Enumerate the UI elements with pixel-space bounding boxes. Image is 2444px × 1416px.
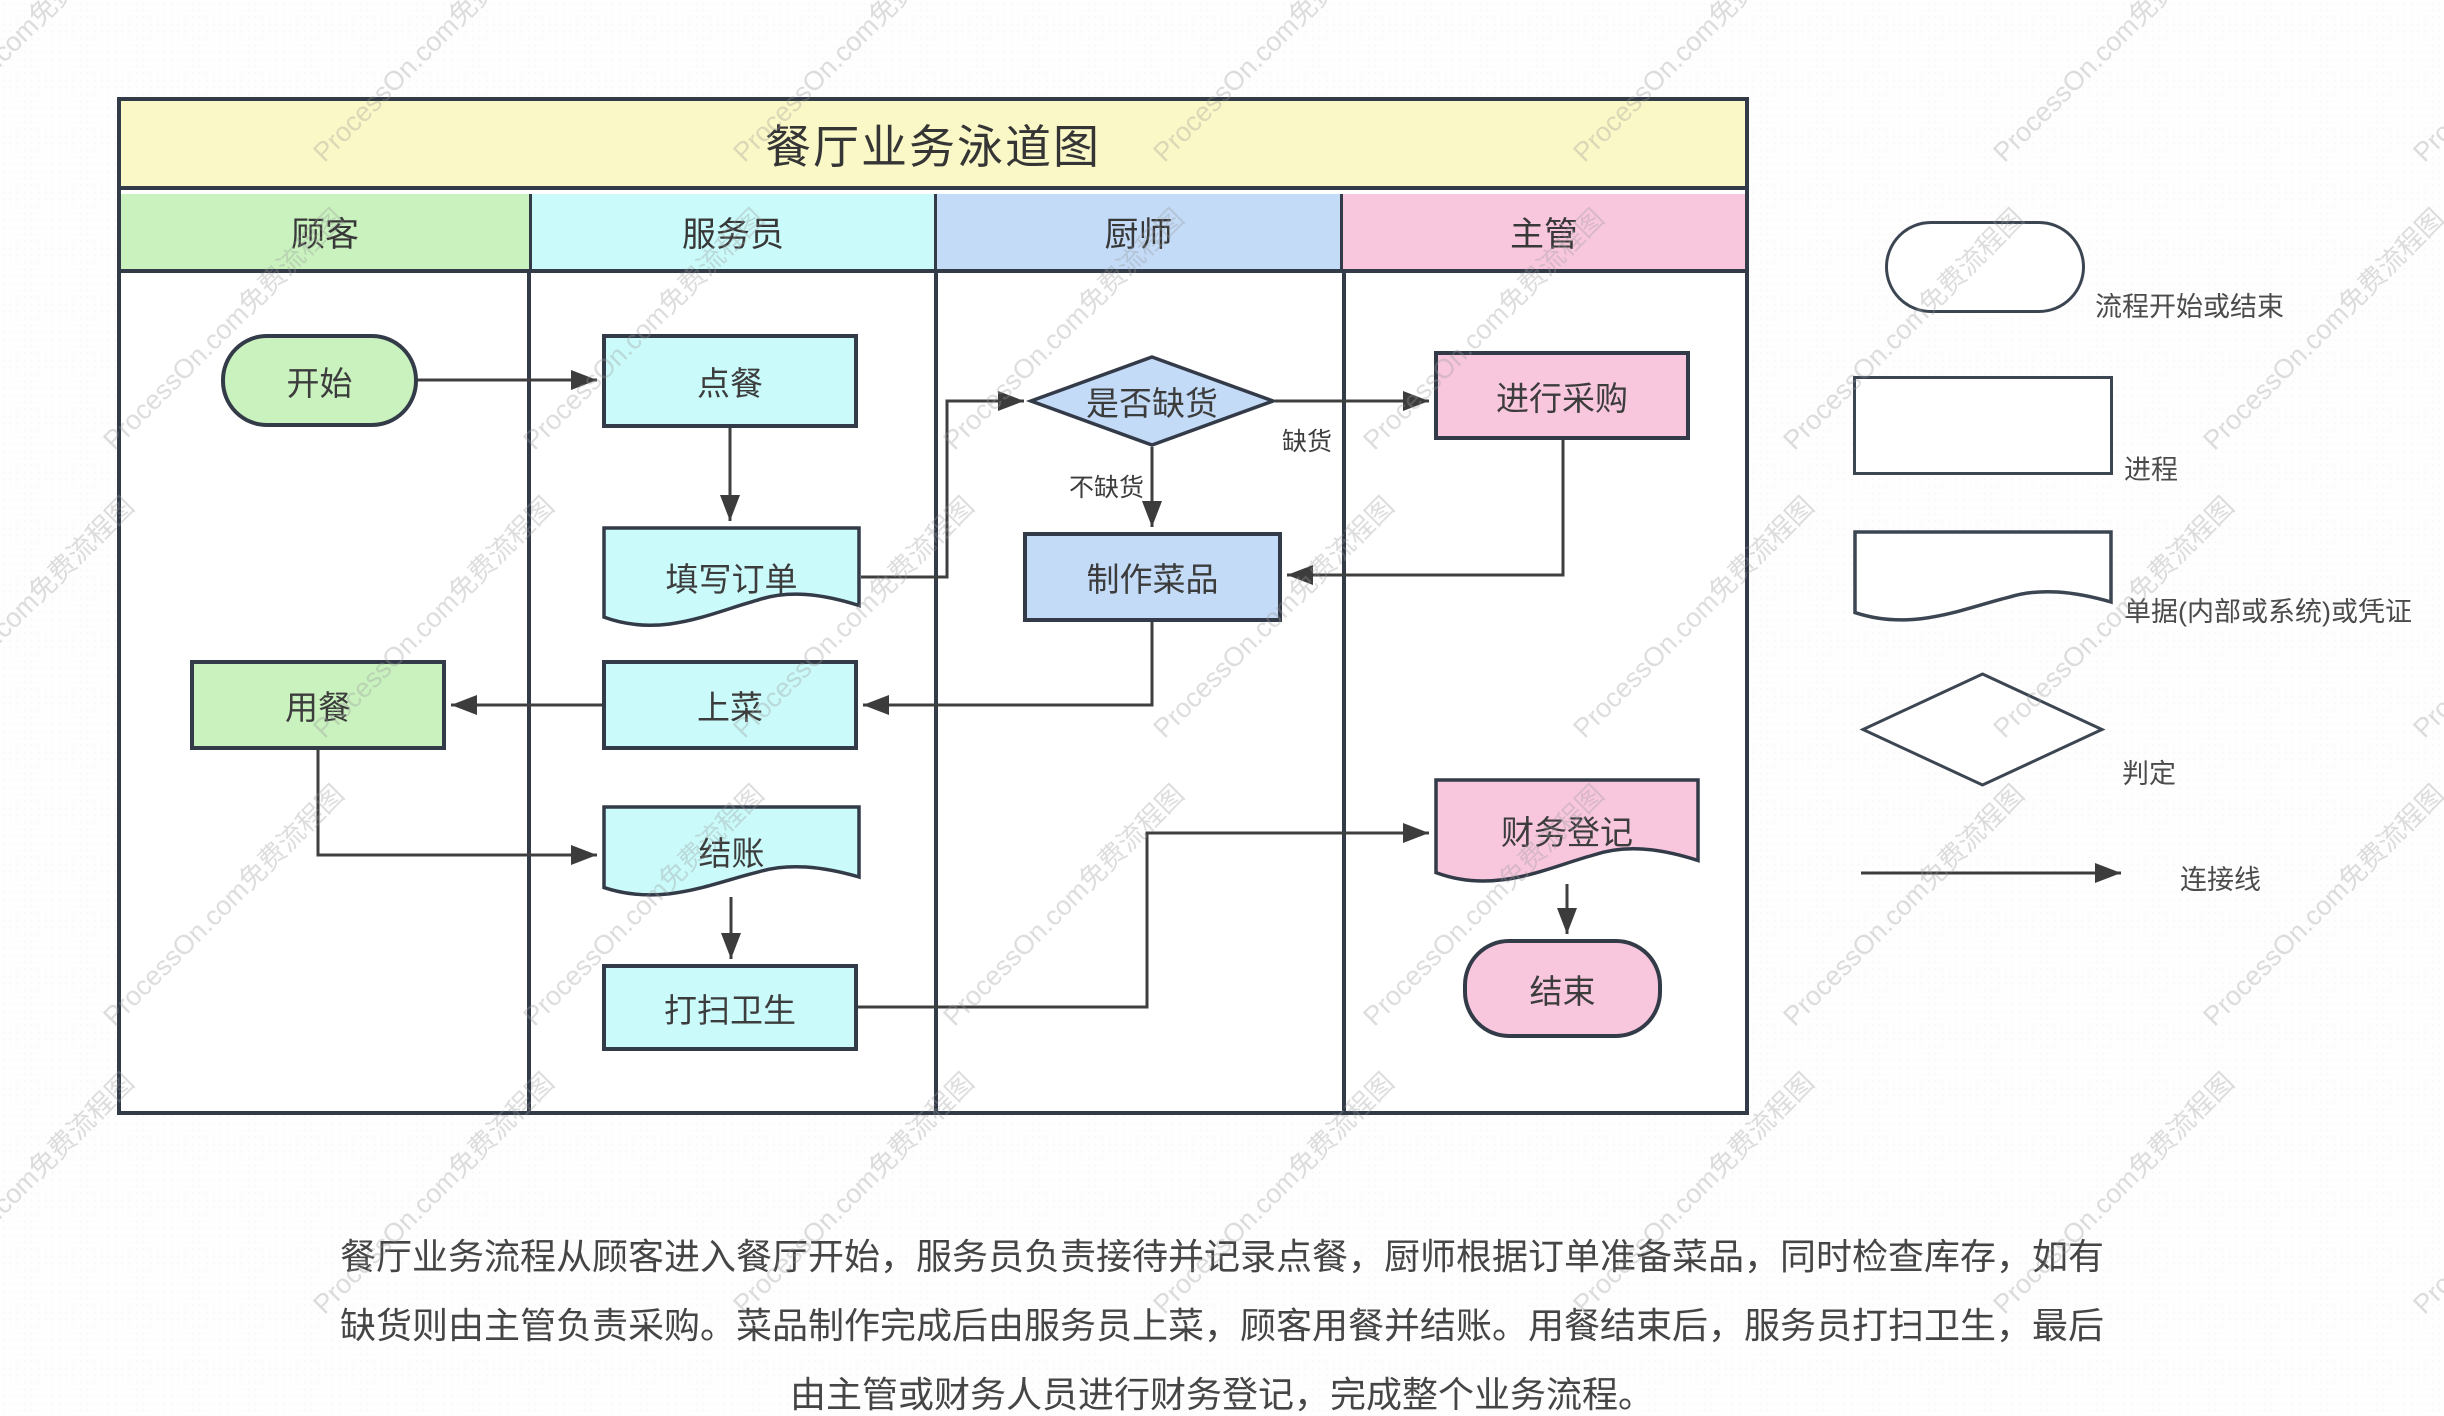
lane-header-顾客: 顾客 [121,194,529,273]
flow-node-pay: 结账 [602,805,861,901]
lane-header-row: 顾客服务员厨师主管 [121,194,1746,273]
legend-label: 流程开始或结束 [2095,292,2284,322]
lane-header-服务员: 服务员 [528,194,934,273]
node-label: 用餐 [285,689,351,726]
flow-node-form: 填写订单 [602,526,861,632]
flow-node-check: 是否缺货 [1025,355,1279,447]
node-label: 上菜 [697,689,763,726]
description-line: 缺货则由主管负责采购。菜品制作完成后由服务员上菜，顾客用餐并结账。用餐结束后，服… [339,1305,2104,1346]
flow-node-finance: 财务登记 [1434,778,1700,888]
document-shape [1434,778,1700,883]
node-label: 开始 [286,364,353,402]
node-label: 结束 [1529,972,1596,1010]
legend-shape-arrow [1861,863,2121,883]
watermark: ProcessOn.com免费流程图 [1987,0,2240,168]
legend-shape-diamond [1859,672,2106,787]
node-label: 进行采购 [1496,379,1628,417]
node-label: 结账 [698,835,765,873]
edge-label-不缺货: 不缺货 [1068,474,1144,502]
legend-label: 进程 [2124,455,2178,485]
node-label: 财务登记 [1501,814,1633,852]
document-shape [602,526,861,627]
legend-shape-document [1853,530,2113,622]
flow-node-order: 点餐 [602,334,858,428]
watermark: ProcessOn.com免费流程图 [2407,0,2444,168]
lane-separator [1342,273,1346,1115]
description-line: 由主管或财务人员进行财务登记，完成整个业务流程。 [789,1374,1654,1415]
lane-header-主管: 主管 [1340,194,1746,273]
node-label: 打扫卫生 [664,991,796,1029]
diamond-shape [1025,355,1279,447]
flow-node-start: 开始 [221,334,418,427]
node-label: 填写订单 [665,560,798,598]
diagram-title-band: 餐厅业务泳道图 [121,101,1745,190]
page-title: 餐厅业务泳道图 [765,120,1101,173]
legend-label: 连接线 [2180,865,2261,895]
node-label: 点餐 [697,365,763,402]
edge-label-缺货: 缺货 [1282,428,1333,456]
lane-separator [527,273,531,1115]
flow-node-serve: 上菜 [602,660,858,750]
node-label: 制作菜品 [1086,561,1219,598]
legend-label: 单据(内部或系统)或凭证 [2124,597,2412,627]
legend-shape-stadium [1885,221,2085,313]
flow-node-purchase: 进行采购 [1434,351,1690,440]
node-label: 是否缺货 [1086,385,1218,422]
flow-node-end: 结束 [1463,939,1662,1038]
legend-label: 判定 [2122,759,2176,789]
flow-node-clean: 打扫卫生 [602,964,858,1051]
flow-node-dine: 用餐 [190,660,446,750]
watermark: ProcessOn.com免费流程图 [2197,779,2444,1032]
description-paragraph: 餐厅业务流程从顾客进入餐厅开始，服务员负责接待并记录点餐，厨师根据订单准备菜品，… [0,1222,2444,1416]
document-shape [602,805,861,897]
lane-header-厨师: 厨师 [934,194,1340,273]
lane-separator [934,273,938,1115]
watermark: ProcessOn.com免费流程图 [2197,203,2444,456]
flow-node-cook: 制作菜品 [1023,532,1282,622]
legend-shape-rect [1853,376,2113,475]
description-line: 餐厅业务流程从顾客进入餐厅开始，服务员负责接待并记录点餐，厨师根据订单准备菜品，… [339,1236,2104,1277]
